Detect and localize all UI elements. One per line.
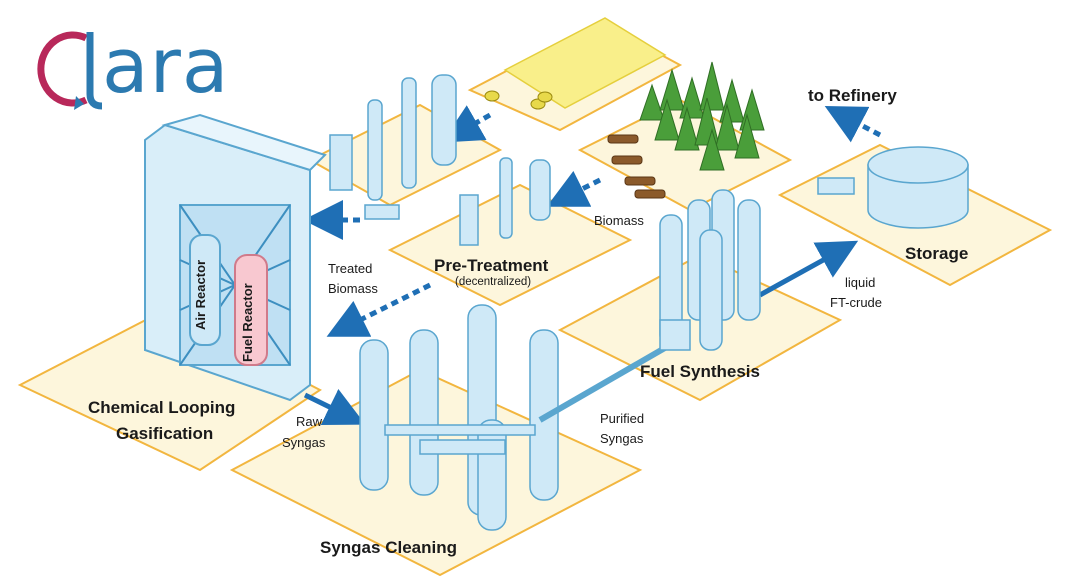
label-air-reactor: Air Reactor [193,259,208,330]
label-fuel-reactor: Fuel Reactor [240,283,255,362]
storage-tank-icon [867,146,969,229]
label-fuel-synthesis: Fuel Synthesis [640,362,760,381]
arrow-storage-to-refinery [824,106,882,143]
label-gasification: Gasification [116,424,214,443]
building-small [329,134,353,191]
silo-2 [401,77,417,189]
label-treated: Treated [328,261,373,276]
label-raw-syngas: Syngas [282,435,326,450]
gasifier-building [144,113,327,402]
arrow-field-to-pretreat [441,105,492,143]
pretreat-silo-1 [499,157,513,239]
fuel-synthesis-columns [659,189,761,351]
storage-truck-icon [817,177,855,195]
label-storage: Storage [905,244,969,263]
label-raw: Raw [296,414,323,429]
forest-icon [639,61,765,171]
fuel-reactor-vessel [234,254,268,366]
label-decentralized: (decentralized) [455,276,532,288]
clara-logo-icon [37,31,103,110]
air-reactor-vessel [189,234,221,346]
purified-syngas-pipe [538,342,672,423]
log-piles [607,134,666,199]
hay-bales [484,90,553,110]
arrow-pretreat-to-gasifier [326,282,432,337]
silo-1 [367,99,383,201]
label-chemical-looping: Chemical Looping [88,398,236,417]
pretreat-building [459,194,479,246]
label-treated-biomass: Biomass [328,281,378,296]
label-pre-treatment: Pre-Treatment [434,256,549,275]
silo-3 [431,74,457,166]
pretreat-silo-2 [529,159,551,221]
platform-chemical-looping [17,308,322,472]
arrow-raw-syngas [303,389,366,425]
label-purified: Purified [600,411,645,426]
label-biomass: Biomass [594,213,644,228]
label-to-refinery: to Refinery [808,86,897,105]
arrow-forest-to-pretreat [546,170,602,207]
logo-text: ara [102,21,230,110]
label-syngas-cleaning: Syngas Cleaning [320,538,457,557]
truck-icon [364,204,400,220]
label-ft-crude: FT-crude [830,295,883,310]
arrow-ft-crude [758,240,859,298]
syngas-cleaning-columns [359,304,559,531]
label-liquid: liquid [845,275,876,290]
label-purified-syngas: Syngas [600,431,644,446]
